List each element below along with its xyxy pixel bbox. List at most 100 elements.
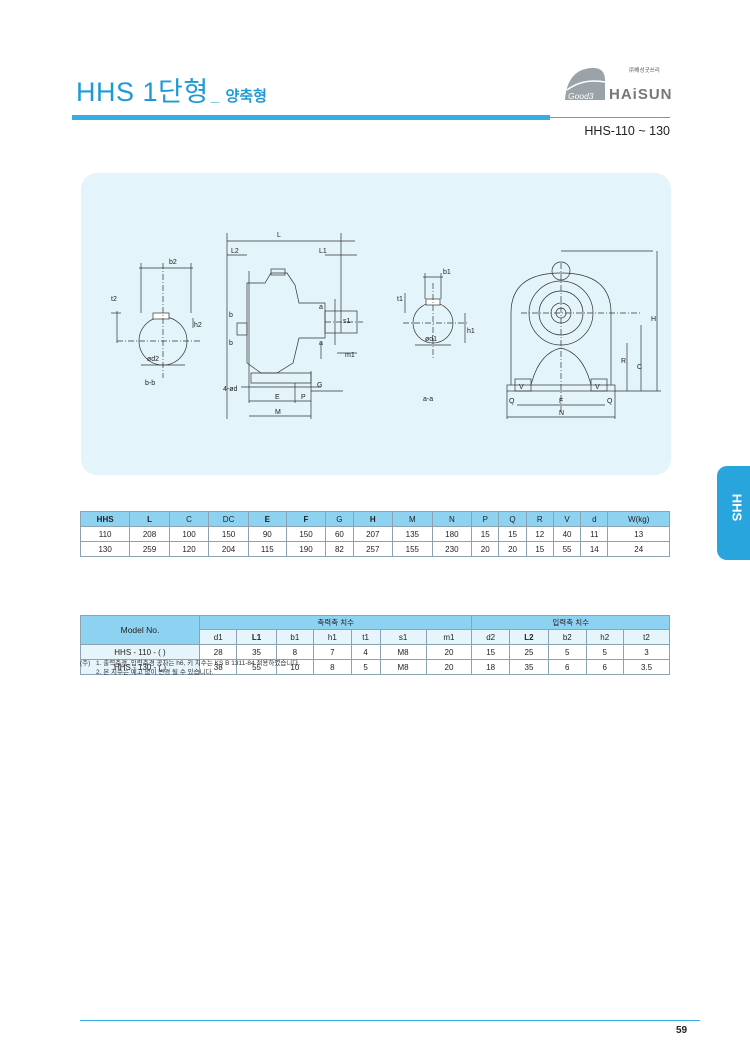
table-row: HHS - 130 - ( ) 38 55 10 8 5 M8 20 18 35… — [80, 659, 670, 675]
col-header: P — [471, 511, 500, 527]
model-cell: HHS - 130 - ( ) — [80, 659, 200, 675]
cell: 35 — [508, 659, 550, 675]
col-header: DC — [208, 511, 249, 527]
output-group-header: 축력축 치수 — [198, 615, 473, 630]
cell: 20 — [471, 541, 500, 557]
table-row: 130 259 120 204 115 190 82 257 155 230 2… — [79, 541, 670, 557]
cell: 15 — [471, 526, 500, 542]
cell: 204 — [208, 541, 249, 557]
label-P: P — [301, 394, 306, 401]
cell: 20 — [425, 644, 473, 660]
label-bb: b-b — [145, 380, 155, 387]
cell: 60 — [325, 526, 354, 542]
logo-company: ㈜해성굿쓰리 — [629, 66, 660, 74]
cell: 28 — [198, 644, 238, 660]
col-header: b1 — [275, 629, 315, 645]
shaft-dimension-table: Model No. 축력축 치수 입력축 치수 d1 L1 b1 h1 t1 s… — [80, 615, 670, 675]
col-header: h1 — [313, 629, 352, 645]
label-t1: t1 — [397, 296, 403, 303]
col-header: s1 — [379, 629, 427, 645]
label-L: L — [277, 232, 281, 239]
table-row: 110 208 100 150 90 150 60 207 135 180 15… — [79, 526, 670, 542]
dimension-table: HHS L C DC E F G H M N P Q R V d W(kg) 1… — [79, 511, 670, 557]
dimension-drawing: b-b b2 t2 h2 ød2 L L2 L1 b b a a s1 m1 G… — [81, 173, 671, 475]
cell: 207 — [352, 526, 394, 542]
cell: 259 — [129, 541, 170, 557]
header-rule — [72, 115, 550, 120]
label-M: M — [275, 409, 281, 416]
col-header: V — [552, 511, 582, 527]
cell: 150 — [208, 526, 249, 542]
cell: M8 — [379, 644, 427, 660]
label-4od: 4-ød — [223, 386, 238, 393]
title-sub: 양축형 — [225, 88, 267, 105]
label-h2: h2 — [194, 322, 202, 329]
input-group-header: 입력축 치수 — [471, 615, 670, 630]
col-header: C — [168, 511, 210, 527]
label-F: F — [559, 398, 563, 405]
company-logo: Good3 ㈜해성굿쓰리 HAiSUNG — [565, 66, 673, 103]
note-line-2: 2. 본 치수는 예고 없이 변경 될 수 있습니다. — [96, 669, 214, 676]
cell: 135 — [392, 526, 433, 542]
cell: 90 — [247, 526, 287, 542]
col-header: d2 — [471, 629, 510, 645]
cell: 18 — [471, 659, 510, 675]
model-cell: HHS - 110 - ( ) — [80, 644, 200, 660]
cell: 208 — [129, 526, 170, 542]
cell: 10 — [275, 659, 315, 675]
technical-drawing: b-b b2 t2 h2 ød2 L L2 L1 b b a a s1 m1 G… — [111, 232, 661, 419]
cell: 25 — [508, 644, 550, 660]
cell: 24 — [607, 541, 670, 557]
cell: 20 — [425, 659, 473, 675]
page-number: 59 — [676, 1025, 688, 1036]
label-V-left: V — [519, 384, 524, 391]
cell: 180 — [431, 526, 473, 542]
col-header: L1 — [236, 629, 277, 645]
cell: 5 — [350, 659, 381, 675]
label-E: E — [275, 394, 280, 401]
cell: 15 — [498, 526, 527, 542]
col-header: t2 — [623, 629, 670, 645]
table-row: HHS - 110 - ( ) 28 35 8 7 4 M8 20 15 25 … — [80, 644, 670, 660]
cell: 82 — [325, 541, 354, 557]
col-header: N — [431, 511, 473, 527]
table-header-row: HHS L C DC E F G H M N P Q R V d W(kg) — [79, 511, 670, 527]
col-header: HHS — [79, 511, 131, 527]
cell: 5 — [548, 644, 587, 660]
label-b-bottom: b — [229, 340, 233, 347]
label-a-bottom: a — [319, 340, 323, 347]
model-header: Model No. — [80, 615, 200, 645]
col-header: L — [129, 511, 170, 527]
col-header: d — [580, 511, 609, 527]
label-s1: s1 — [343, 318, 351, 325]
label-L1: L1 — [319, 248, 327, 255]
cell: 257 — [352, 541, 394, 557]
col-header: Q — [498, 511, 527, 527]
cell: 35 — [236, 644, 277, 660]
notes-marker: (주) — [80, 660, 91, 667]
col-header: G — [325, 511, 354, 527]
cell: 230 — [431, 541, 473, 557]
cell: 5 — [585, 644, 625, 660]
label-H: H — [651, 316, 656, 323]
col-header: b2 — [548, 629, 587, 645]
note-line-1: 1. 출력축경, 입력축경 공차는 h6, 키 치수는 KS B 1311-84… — [96, 660, 301, 667]
logo-good: Good3 — [568, 91, 594, 101]
label-a-top: a — [319, 304, 323, 311]
cell: 15 — [471, 644, 510, 660]
label-aa: a-a — [423, 396, 433, 403]
group-header-row: Model No. 축력축 치수 입력축 치수 — [80, 615, 670, 645]
cell: 8 — [313, 659, 352, 675]
col-header: W(kg) — [607, 511, 670, 527]
label-C: C — [637, 364, 642, 371]
cell: 6 — [585, 659, 625, 675]
col-header: M — [392, 511, 433, 527]
col-header: E — [247, 511, 287, 527]
section-tab-label: HHS — [729, 493, 745, 522]
footer-rule — [80, 1020, 700, 1021]
label-G: G — [317, 382, 322, 389]
label-b2: b2 — [169, 259, 177, 266]
header-rule-thin — [550, 117, 670, 118]
label-b1: b1 — [443, 269, 451, 276]
col-header: d1 — [198, 629, 238, 645]
